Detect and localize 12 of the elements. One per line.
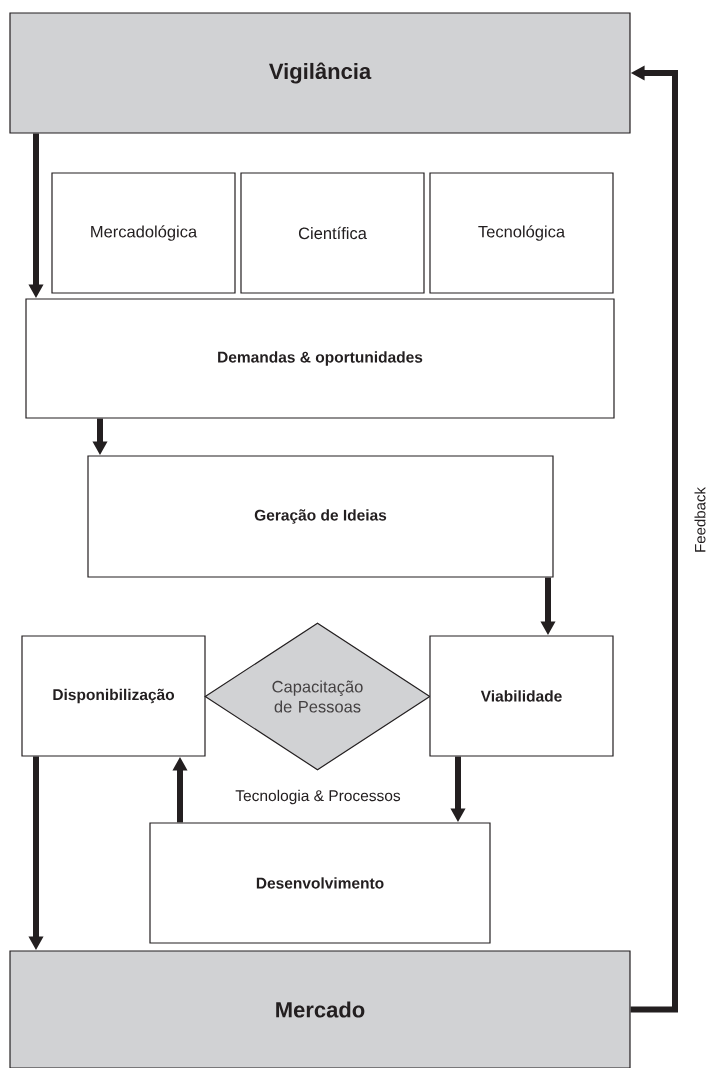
process-box: Científica — [240, 172, 425, 294]
text-label: Tecnologia & Processos — [234, 788, 402, 806]
edge-label: Feedback — [693, 486, 707, 554]
process-box: Disponibilização — [21, 635, 206, 757]
process-box: Geração de Ideias — [87, 455, 554, 578]
process-box: Demandas & oportunidades — [25, 298, 615, 419]
process-box: Mercadológica — [51, 172, 236, 294]
process-box: Desenvolvimento — [149, 822, 491, 944]
process-box: Viabilidade — [429, 635, 614, 757]
stage-box: Mercado — [9, 950, 631, 1068]
process-box: Tecnológica — [429, 172, 614, 294]
stage-box: Vigilância — [9, 12, 631, 134]
